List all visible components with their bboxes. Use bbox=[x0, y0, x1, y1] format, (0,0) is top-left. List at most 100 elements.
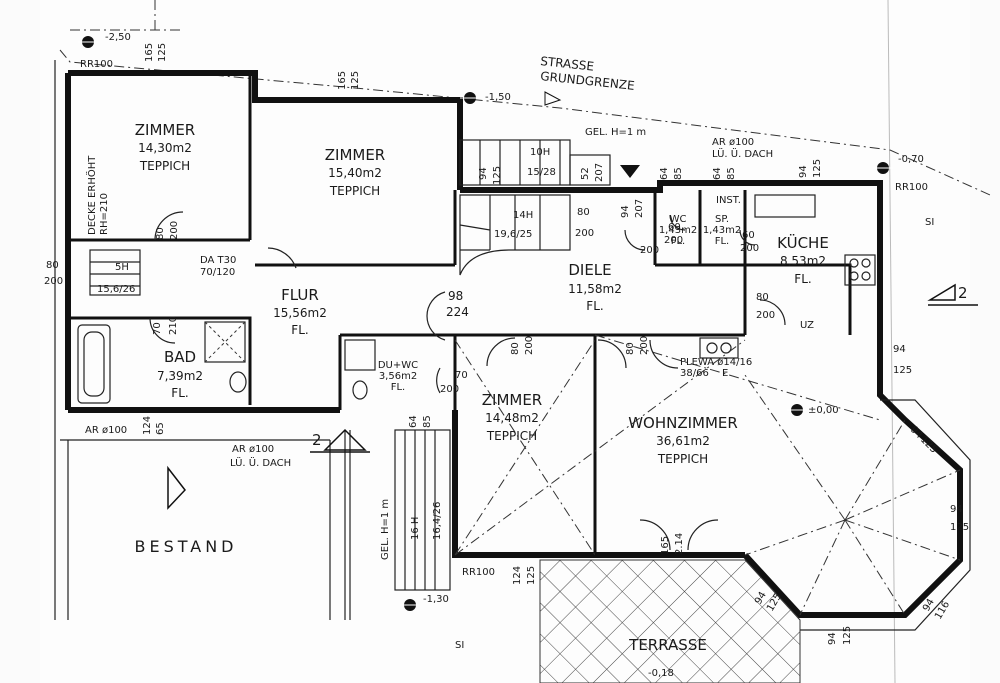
stair1-ratio: 15/28 bbox=[527, 167, 556, 178]
svg-text:85: 85 bbox=[422, 415, 433, 428]
svg-text:60: 60 bbox=[668, 222, 681, 233]
svg-text:207: 207 bbox=[594, 163, 605, 182]
room-floor-diele: FL. bbox=[586, 299, 603, 313]
label-plewa: PLEWA ø14/16 bbox=[680, 357, 752, 368]
room-floor-zimmer-n: TEPPICH bbox=[329, 184, 380, 198]
stair2-ratio: 19,6/25 bbox=[494, 229, 532, 240]
svg-text:80: 80 bbox=[46, 260, 59, 271]
svg-text:94: 94 bbox=[827, 632, 838, 645]
arrow-street bbox=[544, 91, 562, 106]
room-area-wc: 1,43m2 bbox=[659, 225, 697, 236]
label-ar-left: AR ø100 bbox=[85, 425, 127, 436]
label-ar-top: AR ø100 bbox=[712, 137, 754, 148]
room-area-kueche: 8,53m2 bbox=[780, 254, 826, 268]
level-terrace: -0,18 bbox=[648, 668, 674, 679]
room-name-wohnzimmer: WOHNZIMMER bbox=[628, 414, 738, 432]
room-area-diele: 11,58m2 bbox=[568, 282, 622, 296]
stair-outside bbox=[329, 429, 451, 620]
street-label: STRASSE bbox=[540, 54, 595, 74]
room-floor-kueche: FL. bbox=[794, 272, 811, 286]
svg-text:60: 60 bbox=[742, 230, 755, 241]
svg-text:94: 94 bbox=[620, 205, 631, 218]
svg-text:200: 200 bbox=[440, 384, 459, 395]
stove-plewa bbox=[699, 337, 739, 359]
label-da: DA T30 bbox=[200, 255, 236, 266]
level-marker-n bbox=[460, 92, 480, 104]
arrow-bestand bbox=[167, 465, 186, 510]
svg-text:207: 207 bbox=[634, 199, 645, 218]
label-gel-side: GEL. H=1 m bbox=[380, 499, 391, 560]
room-floor-wohnzimmer: TEPPICH bbox=[657, 452, 708, 466]
svg-text:200: 200 bbox=[640, 245, 659, 256]
svg-text:94: 94 bbox=[893, 344, 906, 355]
svg-text:80: 80 bbox=[756, 292, 769, 303]
room-area-flur: 15,56m2 bbox=[273, 306, 327, 320]
level-marker-ne bbox=[873, 162, 893, 174]
level-ne: -0,70 bbox=[898, 154, 924, 165]
svg-text:65: 65 bbox=[155, 422, 166, 435]
label-da-size: 70/120 bbox=[200, 267, 235, 278]
room-floor-flur: FL. bbox=[291, 323, 308, 337]
label-ar-mid: AR ø100 bbox=[232, 444, 274, 455]
svg-text:80: 80 bbox=[625, 342, 636, 355]
shower-tray bbox=[204, 321, 246, 363]
label-si-b: SI bbox=[455, 640, 464, 651]
bay-diagonals bbox=[454, 334, 961, 616]
svg-text:200: 200 bbox=[575, 228, 594, 239]
section-marker-left bbox=[310, 428, 370, 453]
svg-text:64: 64 bbox=[659, 167, 670, 180]
room-area-duwc: 3,56m2 bbox=[379, 371, 417, 382]
svg-text:124: 124 bbox=[142, 416, 153, 435]
section-marker-right bbox=[927, 283, 978, 306]
label-terrasse: TERRASSE bbox=[628, 636, 707, 654]
room-area-zimmer-s: 14,48m2 bbox=[485, 411, 539, 425]
label-rr100-nw: RR100 bbox=[80, 59, 113, 70]
label-gel-top: GEL. H=1 m bbox=[585, 127, 646, 138]
svg-text:224: 224 bbox=[446, 305, 469, 319]
svg-text:85: 85 bbox=[726, 167, 737, 180]
stair1-count: 10H bbox=[530, 147, 550, 158]
section-number-right: 2 bbox=[958, 284, 968, 302]
svg-text:125: 125 bbox=[842, 626, 853, 645]
room-area-zimmer-n: 15,40m2 bbox=[328, 166, 382, 180]
room-area-sp: 1,43m2 bbox=[703, 225, 741, 236]
svg-text:125: 125 bbox=[893, 365, 912, 376]
room-name-zimmer-s: ZIMMER bbox=[482, 391, 542, 409]
room-name-kueche: KÜCHE bbox=[777, 233, 829, 252]
room-area-wohnzimmer: 36,61m2 bbox=[656, 434, 710, 448]
label-decke: DECKE ERHÖHT bbox=[85, 155, 98, 235]
level-n: -1,50 bbox=[485, 92, 511, 103]
svg-text:94: 94 bbox=[478, 167, 489, 180]
room-name-bad: BAD bbox=[164, 348, 196, 366]
svg-text:124: 124 bbox=[512, 566, 523, 585]
kitchen-counter bbox=[754, 194, 876, 286]
bathtub bbox=[77, 324, 111, 404]
svg-text:80: 80 bbox=[510, 342, 521, 355]
svg-text:200: 200 bbox=[664, 235, 683, 246]
svg-text:200: 200 bbox=[169, 221, 180, 240]
svg-text:52: 52 bbox=[580, 167, 591, 180]
label-plewa-size: 38/66 bbox=[680, 368, 709, 379]
svg-text:125: 125 bbox=[812, 159, 823, 178]
svg-text:125: 125 bbox=[492, 166, 503, 185]
label-uz: UZ bbox=[800, 320, 814, 331]
label-rr100-s: RR100 bbox=[462, 567, 495, 578]
svg-text:125: 125 bbox=[157, 43, 168, 62]
stair-flur bbox=[89, 249, 141, 296]
stair2-count: 14H bbox=[513, 210, 533, 221]
stair-spiral bbox=[459, 194, 571, 276]
room-floor-bad: FL. bbox=[171, 386, 188, 400]
room-name-zimmer-n: ZIMMER bbox=[325, 146, 385, 164]
svg-text:80: 80 bbox=[577, 207, 590, 218]
label-rr100-ne: RR100 bbox=[895, 182, 928, 193]
room-name-wc: WC bbox=[670, 214, 687, 225]
label-inst: INST. bbox=[716, 195, 741, 206]
room-floor-zimmer-s: TEPPICH bbox=[486, 429, 537, 443]
svg-text:70: 70 bbox=[455, 370, 468, 381]
svg-text:64: 64 bbox=[712, 167, 723, 180]
svg-text:200: 200 bbox=[44, 276, 63, 287]
room-floor-duwc: FL. bbox=[391, 382, 406, 393]
svg-text:125: 125 bbox=[950, 522, 969, 533]
level-sw: -1,30 bbox=[423, 594, 449, 605]
room-name-flur: FLUR bbox=[281, 286, 319, 304]
